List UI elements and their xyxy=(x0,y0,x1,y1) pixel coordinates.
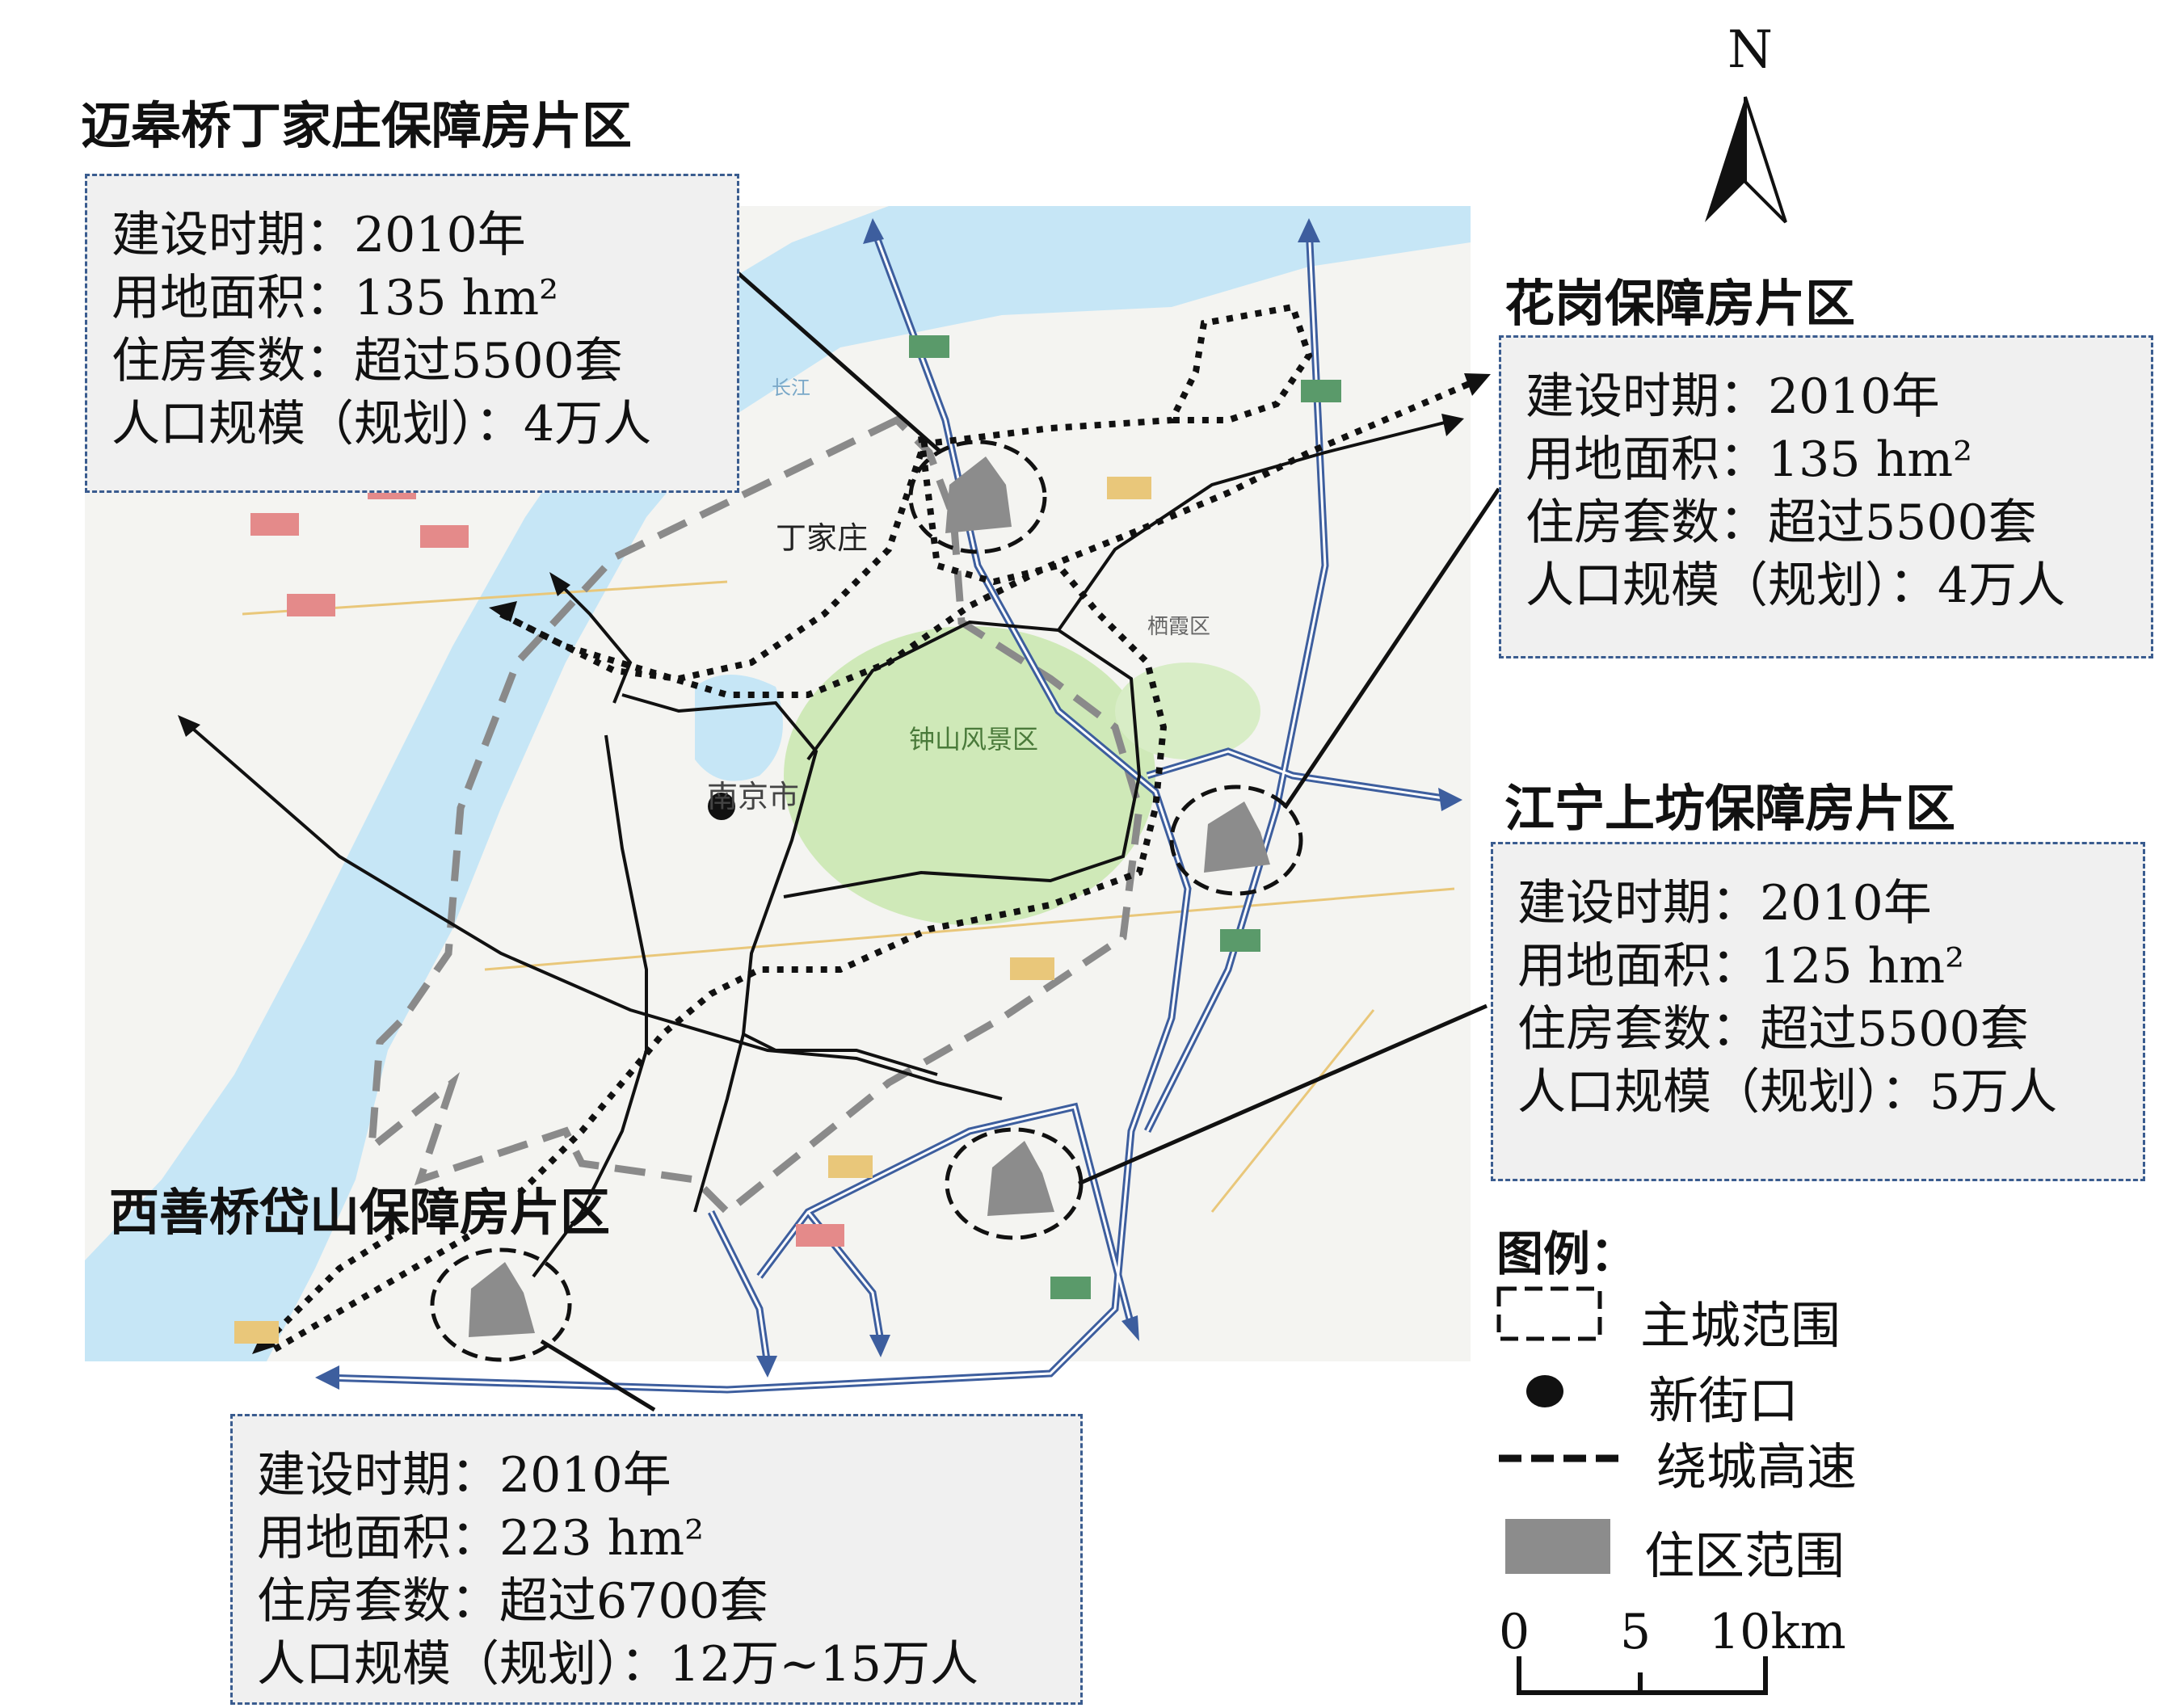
info-population: 人口规模（规划）：12万~15万人 xyxy=(257,1636,978,1693)
info-area: 用地面积：135 hm² xyxy=(1525,431,1973,488)
leader-lines xyxy=(540,269,1501,1412)
zhongshan-green xyxy=(784,626,1155,925)
info-population: 人口规模（规划）：4万人 xyxy=(112,396,652,452)
title-huagang: 花岗保障房片区 xyxy=(1504,274,1856,333)
xinjiekou-dot xyxy=(708,793,735,820)
area-huagang xyxy=(1169,785,1303,896)
info-area: 用地面积：125 hm² xyxy=(1517,938,1965,995)
scale-label-0: 0 xyxy=(1499,1604,1530,1660)
scale-bar xyxy=(1517,1656,1768,1695)
info-units: 住房套数：超过6700套 xyxy=(257,1573,768,1630)
label-zhongshan: 钟山风景区 xyxy=(909,724,1039,755)
info-area: 用地面积：135 hm² xyxy=(112,270,559,326)
ring-expressway xyxy=(367,415,1143,1218)
info-box-shangfang: 建设时期：2010年 用地面积：125 hm² 住房套数：超过5500套 人口规… xyxy=(1491,842,2145,1181)
title-xishanqiao: 西善桥岱山保障房片区 xyxy=(109,1183,611,1242)
legend-symbols xyxy=(1496,1286,1624,1574)
info-box-maigaoqiao: 建设时期：2010年 用地面积：135 hm² 住房套数：超过5500套 人口规… xyxy=(85,174,739,493)
north-arrow-icon xyxy=(1705,96,1787,224)
info-population: 人口规模（规划）：4万人 xyxy=(1525,557,2066,614)
scale-label-5: 5 xyxy=(1620,1604,1652,1660)
title-shangfang: 江宁上坊保障房片区 xyxy=(1504,779,1956,838)
xuanwu-lake xyxy=(695,675,783,781)
north-label: N xyxy=(1727,20,1773,80)
info-period: 建设时期：2010年 xyxy=(112,207,526,263)
legend-label-city-boundary: 主城范围 xyxy=(1640,1296,1841,1355)
info-units: 住房套数：超过5500套 xyxy=(112,333,623,389)
info-units: 住房套数：超过5500套 xyxy=(1525,494,2037,551)
info-box-xishanqiao: 建设时期：2010年 用地面积：223 hm² 住房套数：超过6700套 人口规… xyxy=(230,1414,1083,1705)
area-maigaoqiao xyxy=(908,440,1047,554)
road-arrowheads xyxy=(178,414,1464,737)
info-units: 住房套数：超过5500套 xyxy=(1517,1001,2029,1058)
area-xishanqiao xyxy=(430,1247,572,1362)
legend-symbol-residential xyxy=(1505,1519,1610,1574)
info-period: 建设时期：2010年 xyxy=(257,1447,671,1504)
title-maigaoqiao: 迈皋桥丁家庄保障房片区 xyxy=(81,96,633,155)
info-population: 人口规模（规划）：5万人 xyxy=(1517,1064,2058,1121)
info-box-huagang: 建设时期：2010年 用地面积：135 hm² 住房套数：超过5500套 人口规… xyxy=(1499,335,2153,658)
legend-symbol-city-boundary xyxy=(1496,1286,1602,1341)
label-qixia: 栖霞区 xyxy=(1147,615,1211,639)
info-area: 用地面积：223 hm² xyxy=(257,1510,705,1567)
legend-label-residential: 住区范围 xyxy=(1644,1526,1845,1585)
info-period: 建设时期：2010年 xyxy=(1525,368,1940,425)
scale-label-10km: 10km xyxy=(1709,1604,1846,1660)
dotted-roads xyxy=(264,303,1480,1353)
info-period: 建设时期：2010年 xyxy=(1517,875,1932,932)
legend-label-xinjiekou: 新街口 xyxy=(1648,1371,1799,1430)
label-yangtze: 长江 xyxy=(772,377,810,399)
yangtze-river xyxy=(85,206,1471,1361)
label-nanjing: 南京市 xyxy=(707,779,800,814)
legend-label-ring: 绕城高速 xyxy=(1656,1437,1858,1496)
legend-symbol-xinjiekou xyxy=(1526,1375,1563,1407)
label-dingjiazhuang: 丁家庄 xyxy=(776,520,869,556)
legend-title: 图例： xyxy=(1496,1226,1638,1281)
